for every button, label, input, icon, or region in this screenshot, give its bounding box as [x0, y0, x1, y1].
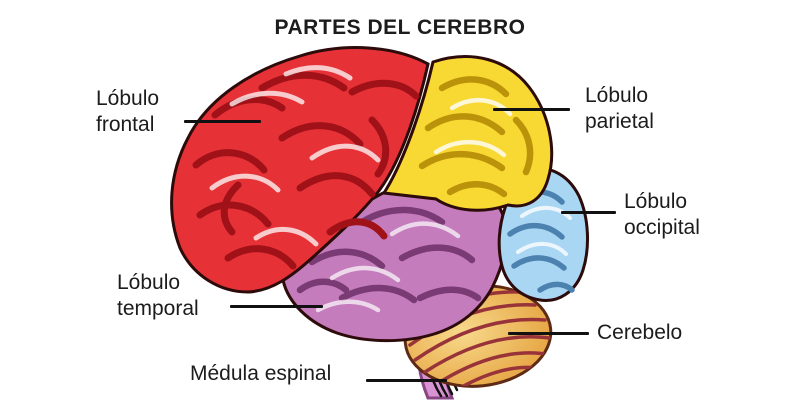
occipital-highlights [516, 206, 572, 256]
parietal-lobe-shape [381, 55, 554, 212]
parietal-leader-line [493, 108, 570, 111]
label-frontal-lobe: Lóbulo frontal [96, 87, 160, 136]
label-parietal-lobe: Lóbulo parietal [585, 84, 654, 133]
label-occipital-lobe: Lóbulo occipital [624, 190, 700, 239]
frontal-leader-line [184, 120, 261, 123]
temporal-gyri [296, 206, 482, 304]
frontal-gyri [192, 71, 420, 270]
cerebellum-leader-line [508, 332, 589, 335]
label-temporal-lobe: Lóbulo temporal [117, 271, 199, 320]
page-title: PARTES DEL CEREBRO [274, 16, 526, 39]
spinal-cord-leader-line [366, 379, 447, 382]
frontal-highlights [209, 65, 381, 247]
occipital-leader-line [561, 211, 616, 214]
label-spinal-cord: Médula espinal [190, 362, 332, 385]
temporal-leader-line [230, 305, 323, 308]
frontal-lobe-shape [170, 46, 430, 294]
temporal-highlights [315, 221, 461, 313]
parietal-gyri [418, 76, 534, 198]
label-cerebellum: Cerebelo [597, 321, 683, 344]
temporal-lobe-shape [280, 178, 508, 343]
